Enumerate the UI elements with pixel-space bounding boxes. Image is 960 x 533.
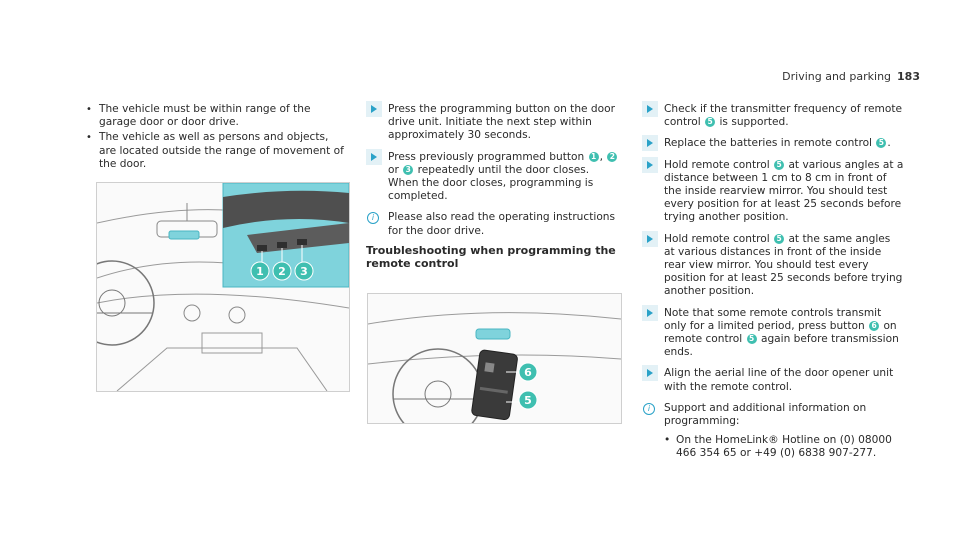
separator: , [599,150,603,163]
step-text: . [887,137,891,150]
page-number: 183 [897,70,920,83]
step-text: Hold remote control [664,158,770,171]
callout-2 [272,261,292,281]
step-item: Note that some remote controls transmit … [642,304,904,360]
step-item: Align the aerial line of the door opener… [642,365,904,393]
step-text: repeatedly until the door closes. When t… [388,163,594,203]
step-text: or [388,163,399,176]
step-arrow-icon [642,135,658,152]
step-text: Hold remote control [664,232,770,245]
step-arrow-icon [642,156,658,173]
info-icon: i [367,212,379,225]
bullet-dot: • [86,132,92,144]
step-text: Press the programming button on the door… [388,103,615,142]
badge-6: 6 [869,320,880,331]
bullet-dot: • [664,434,671,447]
step-text: is supported. [719,116,789,129]
badge-3: 3 [403,164,414,175]
step-text: Note that some remote controls transmit … [664,306,882,332]
section-title: Driving and parking [782,70,892,83]
info-note: i Please also read the operating instruc… [366,211,622,237]
info-text: Support and additional information on pr… [664,401,867,428]
list-item: • The vehicle as well as persons and obj… [86,131,348,171]
info-text: Please also read the operating instructi… [388,211,616,237]
callout-label: 6 [524,366,532,379]
section-heading: Troubleshooting when programming the rem… [366,243,616,270]
page-header: Driving and parking 183 [782,70,920,83]
badge-5: 5 [876,138,887,149]
step-text: at the same angles at various distances … [664,232,903,298]
column-3: Check if the transmitter frequency of re… [642,101,904,461]
callout-3 [294,261,314,281]
step-item: Hold remote control 5 at the same angles… [642,230,904,299]
callout-5 [518,390,538,410]
callout-label: 2 [278,265,286,278]
list-item: • The vehicle must be within range of th… [86,103,348,129]
step-arrow-icon [642,101,658,117]
remote-illustration: 6 5 [368,294,621,423]
step-text: Align the aerial line of the door opener… [664,367,894,393]
step-text: Replace the batteries in remote control [664,137,872,150]
step-arrow-icon [642,230,658,247]
badge-5: 5 [746,334,757,345]
step-text: Check if the transmitter frequency of re… [664,103,902,129]
step-arrow-icon [366,101,382,117]
badge-1: 1 [588,151,599,162]
step-item: Hold remote control 5 at various angles … [642,156,904,225]
callout-label: 1 [256,265,264,278]
badge-5: 5 [705,117,716,128]
figure-garage-buttons: 1 2 3 [96,182,350,392]
info-icon: i [643,402,655,415]
badge-5: 5 [774,233,785,244]
step-text: Press previously programmed button [388,150,585,163]
column-2: Press the programming button on the door… [366,101,622,280]
bullet-text: The vehicle must be within range of the … [99,103,311,129]
bullet-text: The vehicle as well as persons and objec… [99,131,344,170]
figure-remote-control: 6 5 [367,293,622,424]
column-1: • The vehicle must be within range of th… [86,103,348,173]
bullet-dot: • [86,104,92,115]
step-arrow-icon [366,148,382,165]
callout-label: 5 [524,394,532,407]
step-text: at various angles at a distance between … [664,158,904,224]
dashboard-illustration: 1 2 3 [97,183,349,391]
step-item: Press previously programmed button 1, 2 … [366,148,622,204]
badge-5: 5 [774,159,785,170]
sub-text: On the HomeLink® Hotline on (0) 08000 46… [676,434,892,460]
step-arrow-icon [642,304,658,321]
step-item: Replace the batteries in remote control … [642,135,904,152]
callout-1 [250,261,270,281]
step-item: Check if the transmitter frequency of re… [642,101,904,129]
badge-2: 2 [607,151,618,162]
callout-label: 3 [300,265,308,278]
step-text: on remote control [664,319,897,346]
callout-6 [518,362,538,382]
step-text: again before transmission ends. [664,333,899,359]
step-arrow-icon [642,365,658,382]
step-item: Press the programming button on the door… [366,101,622,143]
list-item: • On the HomeLink® Hotline on (0) 08000 … [642,434,904,460]
info-note: i Support and additional information on … [642,402,904,428]
